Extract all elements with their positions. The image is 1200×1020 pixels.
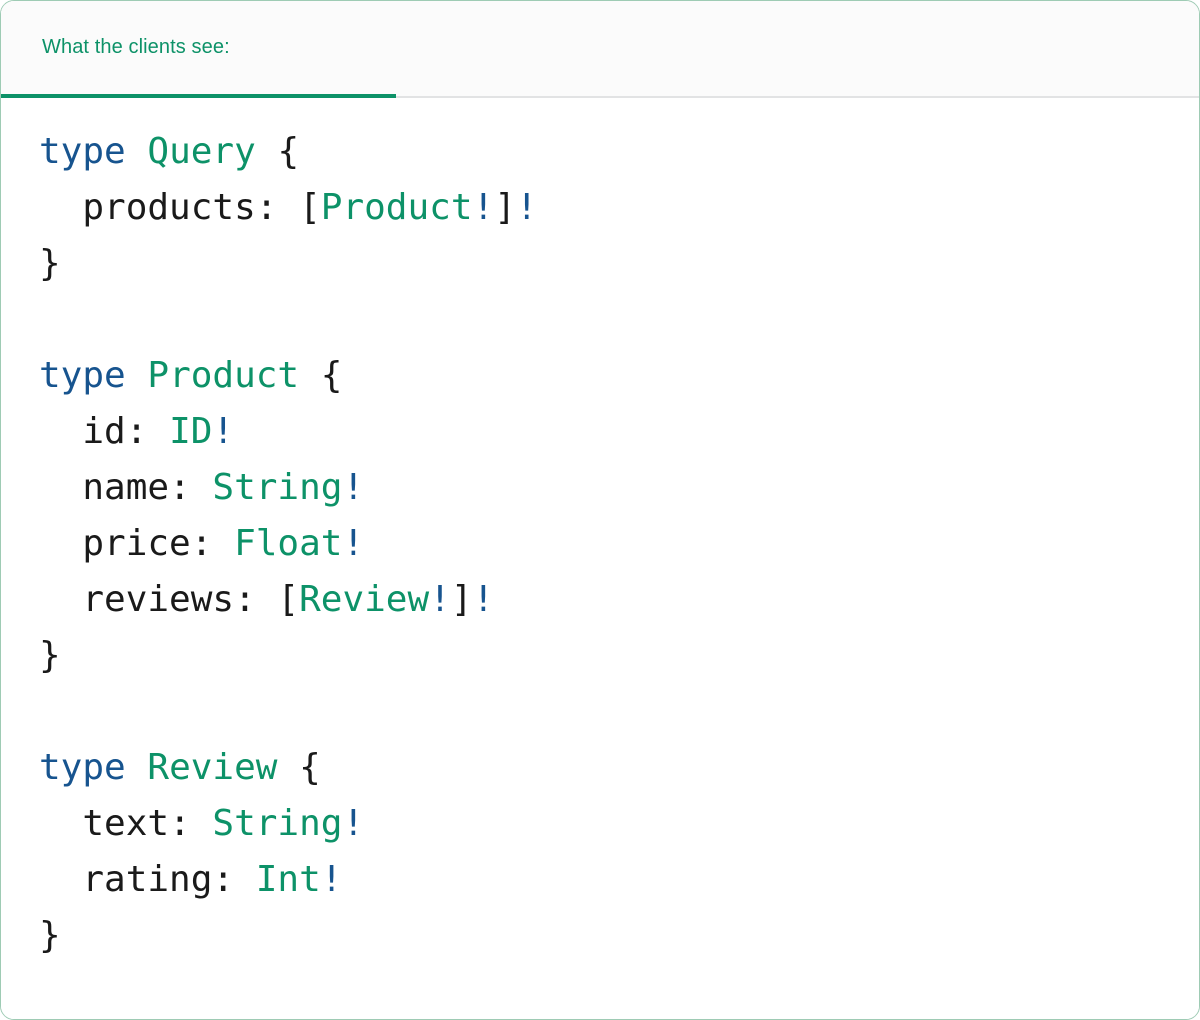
- code-token: !: [515, 187, 538, 228]
- code-token: type: [39, 355, 126, 396]
- code-token: type: [39, 747, 126, 788]
- code-token: [126, 747, 148, 788]
- code-token: :: [169, 467, 213, 508]
- code-line: id: ID!: [39, 404, 538, 460]
- code-token: ]: [450, 579, 473, 620]
- code-token: : [: [255, 187, 321, 228]
- code-token: Query: [147, 131, 256, 172]
- code-line: type Review {: [39, 740, 538, 796]
- code-token: Product: [320, 187, 473, 228]
- code-line: }: [39, 908, 538, 964]
- code-token: price: [39, 523, 191, 564]
- code-token: }: [39, 915, 61, 956]
- code-token: {: [299, 355, 343, 396]
- code-token: rating: [39, 859, 213, 900]
- code-token: id: [39, 411, 126, 452]
- code-token: !: [342, 467, 365, 508]
- code-token: [126, 355, 148, 396]
- code-token: !: [342, 523, 365, 564]
- code-line: rating: Int!: [39, 852, 538, 908]
- code-token: ID: [169, 411, 213, 452]
- code-token: ]: [494, 187, 516, 228]
- code-token: !: [429, 579, 451, 620]
- code-line: name: String!: [39, 460, 538, 516]
- code-token: String: [212, 467, 343, 508]
- code-line: price: Float!: [39, 516, 538, 572]
- code-token: !: [472, 579, 495, 620]
- code-token: :: [169, 803, 213, 844]
- code-line: }: [39, 236, 538, 292]
- code-area: type Query { products: [Product!]!} type…: [1, 98, 1199, 1019]
- tab-strip: What the clients see:: [1, 1, 1199, 98]
- code-token: name: [39, 467, 170, 508]
- code-token: [126, 131, 148, 172]
- code-token: Float: [234, 523, 343, 564]
- graphql-schema-code: type Query { products: [Product!]!} type…: [39, 124, 538, 964]
- code-token: String: [212, 803, 343, 844]
- code-token: Review: [147, 747, 278, 788]
- code-token: reviews: [39, 579, 235, 620]
- code-line: text: String!: [39, 796, 538, 852]
- code-token: Product: [147, 355, 300, 396]
- code-line: }: [39, 628, 538, 684]
- code-token: :: [190, 523, 235, 564]
- tab-what-the-clients-see[interactable]: What the clients see:: [1, 1, 396, 98]
- tab-label: What the clients see:: [42, 36, 230, 58]
- code-line: type Query {: [39, 124, 538, 180]
- code-token: :: [125, 411, 170, 452]
- code-line-blank: [39, 292, 538, 348]
- code-token: !: [342, 803, 365, 844]
- code-token: :: [212, 859, 256, 900]
- code-token: Int: [255, 859, 321, 900]
- code-line: reviews: [Review!]!: [39, 572, 538, 628]
- code-line-blank: [39, 684, 538, 740]
- code-token: {: [277, 747, 321, 788]
- code-token: }: [39, 243, 61, 284]
- code-line: products: [Product!]!: [39, 180, 538, 236]
- code-token: !: [472, 187, 495, 228]
- code-token: : [: [234, 579, 300, 620]
- code-token: type: [39, 131, 126, 172]
- code-token: !: [320, 859, 343, 900]
- code-token: !: [212, 411, 235, 452]
- code-token: text: [39, 803, 170, 844]
- code-token: products: [39, 187, 256, 228]
- code-token: {: [255, 131, 300, 172]
- code-token: }: [39, 635, 61, 676]
- code-line: type Product {: [39, 348, 538, 404]
- code-token: Review: [299, 579, 430, 620]
